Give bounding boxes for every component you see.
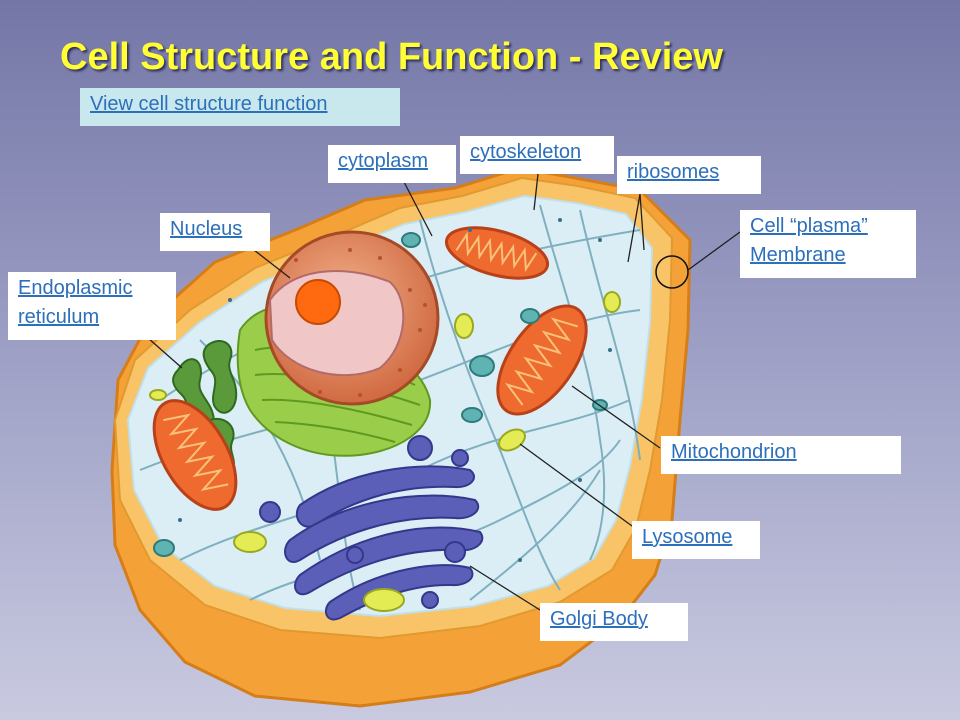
- membrane-callout-circle: [655, 255, 689, 289]
- label-lysosome: Lysosome: [632, 521, 760, 559]
- view-cell-structure-link[interactable]: View cell structure function: [90, 93, 328, 115]
- golgi-body: [259, 435, 484, 621]
- label-nucleus: Nucleus: [160, 213, 270, 251]
- ribosomes-link[interactable]: ribosomes: [627, 161, 720, 183]
- cell-membrane-link-line2[interactable]: Membrane: [750, 244, 846, 266]
- mitochondrion-link[interactable]: Mitochondrion: [671, 441, 797, 463]
- label-cytoplasm: cytoplasm: [328, 145, 456, 183]
- lysosome-link[interactable]: Lysosome: [642, 526, 733, 548]
- view-cell-structure-link-box: View cell structure function: [80, 88, 400, 126]
- lysosomes: [149, 291, 621, 612]
- mitochondria: [152, 226, 588, 511]
- label-cell-membrane: Cell “plasma” Membrane: [740, 210, 916, 278]
- cell-membrane-link[interactable]: Cell “plasma”: [750, 215, 868, 237]
- leader-lines: [147, 173, 741, 611]
- label-endoplasmic-reticulum: Endoplasmic reticulum: [8, 272, 176, 340]
- vesicles: [153, 232, 608, 557]
- slide-title: Cell Structure and Function - Review: [60, 36, 723, 78]
- nucleus-link[interactable]: Nucleus: [170, 218, 243, 240]
- label-golgi-body: Golgi Body: [540, 603, 688, 641]
- cytoskeleton-link[interactable]: cytoskeleton: [470, 141, 582, 163]
- cytoplasm-link[interactable]: cytoplasm: [338, 150, 429, 172]
- label-mitochondrion: Mitochondrion: [661, 436, 901, 474]
- golgi-body-link[interactable]: Golgi Body: [550, 608, 648, 630]
- endoplasmic-reticulum-link-line2[interactable]: reticulum: [18, 306, 100, 328]
- label-ribosomes: ribosomes: [617, 156, 761, 194]
- label-cytoskeleton: cytoskeleton: [460, 136, 614, 174]
- endoplasmic-reticulum-link[interactable]: Endoplasmic: [18, 277, 133, 299]
- ribosome-dots: [178, 218, 612, 562]
- nucleus-shape: [264, 230, 440, 406]
